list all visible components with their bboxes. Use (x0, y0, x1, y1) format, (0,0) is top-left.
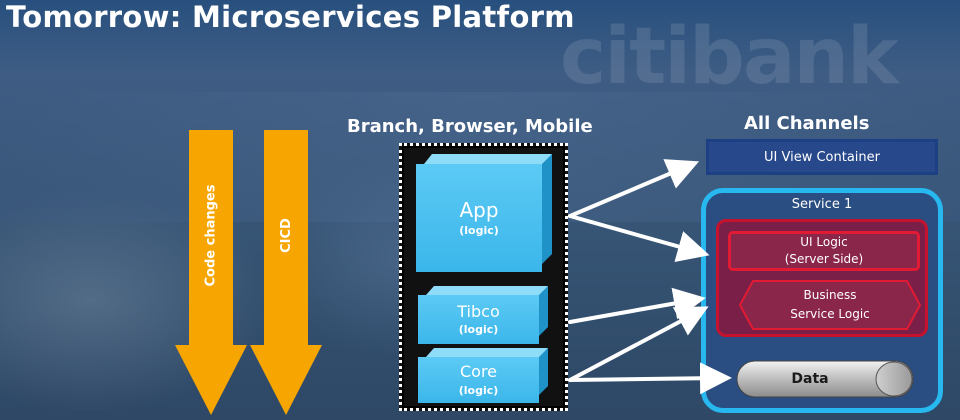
core-cube-name: Core (459, 362, 498, 382)
cicd-arrow (250, 130, 322, 415)
arrow-core-to-business (568, 306, 709, 382)
app-cube-sub: (logic) (459, 224, 499, 237)
arrow-tibco-to-business (568, 287, 706, 324)
business-logic-hexagon (739, 280, 921, 330)
tibco-cube-side (539, 286, 548, 336)
core-cube-side (539, 348, 548, 395)
business-logic-text: Business Service Logic (739, 280, 921, 330)
core-cube-top (426, 348, 548, 357)
app-cube-name: App (459, 198, 499, 222)
ui-logic-box: UI Logic (Server Side) (728, 231, 920, 271)
channels-heading: Branch, Browser, Mobile (347, 116, 593, 137)
tibco-cube-sub: (logic) (458, 323, 499, 337)
ui-view-container: UI View Container (706, 139, 938, 175)
core-cube: Core (logic) (418, 348, 548, 403)
app-cube-top (424, 154, 552, 164)
business-logic-line1: Business (803, 288, 857, 303)
arrow-app-to-ui-container (568, 159, 700, 218)
data-store: Data (736, 360, 914, 398)
app-cube-side (542, 154, 552, 264)
code-changes-arrow (175, 130, 247, 415)
tibco-cube-name: Tibco (457, 301, 500, 321)
all-channels-heading: All Channels (744, 113, 870, 134)
data-label: Data (791, 371, 829, 387)
arrow-app-to-ui-logic (568, 214, 710, 262)
ui-logic-line1: UI Logic (800, 235, 848, 250)
tibco-cube-top (426, 286, 548, 295)
data-cylinder (736, 360, 914, 398)
business-logic-line2: Service Logic (790, 307, 870, 321)
app-cube-face: App (logic) (416, 164, 542, 272)
tibco-cube-face: Tibco (logic) (418, 295, 539, 344)
slide-title: Tomorrow: Microservices Platform (6, 0, 575, 34)
app-cube: App (logic) (416, 154, 552, 272)
ui-logic-line2: (Server Side) (784, 252, 864, 266)
service-box: Service 1 UI Logic (Server Side) Busines… (701, 188, 943, 413)
logic-group: UI Logic (Server Side) Business Service … (716, 219, 928, 337)
service-label: Service 1 (791, 197, 853, 212)
core-cube-sub: (logic) (458, 383, 499, 397)
arrow-core-to-data (568, 362, 732, 395)
core-cube-face: Core (logic) (418, 357, 539, 403)
business-logic-box: Business Service Logic (739, 280, 921, 330)
watermark-logo: citibank (560, 12, 899, 102)
tibco-cube: Tibco (logic) (418, 286, 548, 344)
